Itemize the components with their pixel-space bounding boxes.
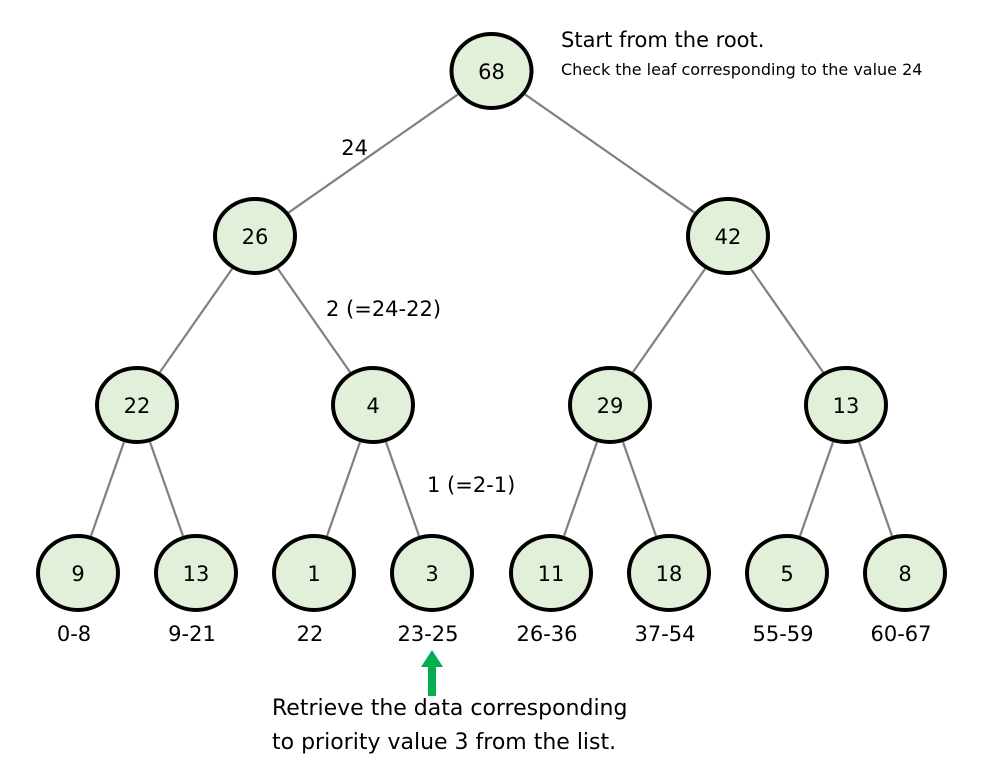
tree-node: 22 [95,366,179,444]
node-value: 4 [366,394,379,418]
node-value: 5 [780,562,793,586]
arrow-head [421,650,443,667]
node-circle [509,534,593,612]
tree-edges [89,93,894,537]
tree-edge [749,268,825,373]
tree-node: 4 [331,366,415,444]
retrieve-caption-line-1: Retrieve the data corresponding [272,696,628,721]
tree-edge [287,93,459,214]
tree-node: 13 [154,534,238,612]
node-value: 13 [183,562,210,586]
tree-node: 13 [804,366,888,444]
leaf-range: 26-36 [516,622,577,646]
node-circle [863,534,947,612]
tree-node: 5 [745,534,829,612]
node-circle [804,366,888,444]
node-circle [331,366,415,444]
tree-node: 8 [863,534,947,612]
edge-label: 2 (=24-22) [326,297,441,321]
node-circle [154,534,238,612]
tree-node: 68 [449,32,534,110]
node-circle [95,366,179,444]
leaf-range: 23-25 [397,622,458,646]
leaf-range: 60-67 [870,622,931,646]
root-instruction: Start from the root. [561,28,765,52]
node-value: 9 [71,562,84,586]
tree-edge [158,268,234,373]
retrieve-caption: Retrieve the data corresponding to prior… [272,692,627,760]
arrow-shaft [428,666,436,696]
tree-edge [148,441,185,537]
tree-edge [798,441,835,537]
tree-edge [562,441,599,537]
tree-edge [631,268,707,373]
node-value: 3 [425,562,438,586]
tree-node: 9 [36,534,120,612]
node-value: 1 [307,562,320,586]
node-circle [272,534,356,612]
tree-node: 11 [509,534,593,612]
edge-label: 1 (=2-1) [427,473,515,497]
node-value: 22 [124,394,151,418]
tree-node: 42 [686,197,770,275]
node-value: 8 [898,562,911,586]
node-value: 26 [242,225,269,249]
tree-edge [384,441,421,537]
node-value: 68 [478,60,505,84]
tree-edge [621,441,658,537]
node-value: 18 [656,562,683,586]
node-circle [390,534,474,612]
leaf-range: 37-54 [634,622,695,646]
node-circle [36,534,120,612]
leaf-instruction: Check the leaf corresponding to the valu… [561,60,923,79]
leaf-range: 55-59 [752,622,813,646]
retrieve-caption-line-2: to priority value 3 from the list. [272,730,617,755]
node-value: 13 [833,394,860,418]
node-circle [686,197,770,275]
node-value: 11 [538,562,565,586]
edge-label: 24 [341,136,368,160]
tree-node: 1 [272,534,356,612]
leaf-range: 9-21 [168,622,216,646]
node-value: 29 [597,394,624,418]
tree-node: 26 [213,197,297,275]
leaf-range: 22 [297,622,324,646]
tree-edge [857,441,894,537]
tree-node: 18 [627,534,711,612]
tree-edge [89,441,126,537]
leaf-ranges: 0-8 9-21 22 23-25 26-36 37-54 55-59 60-67 [57,622,932,646]
node-circle [449,32,534,110]
edge-labels: 24 2 (=24-22) 1 (=2-1) [326,136,515,497]
node-circle [568,366,652,444]
tree-node: 29 [568,366,652,444]
node-circle [213,197,297,275]
node-circle [627,534,711,612]
tree-node: 3 [390,534,474,612]
tree-edge [524,93,696,214]
tree-edge [276,268,352,373]
tree-edge [325,441,362,537]
node-value: 42 [715,225,742,249]
retrieve-arrow-icon [421,650,443,696]
leaf-range: 0-8 [57,622,91,646]
node-circle [745,534,829,612]
